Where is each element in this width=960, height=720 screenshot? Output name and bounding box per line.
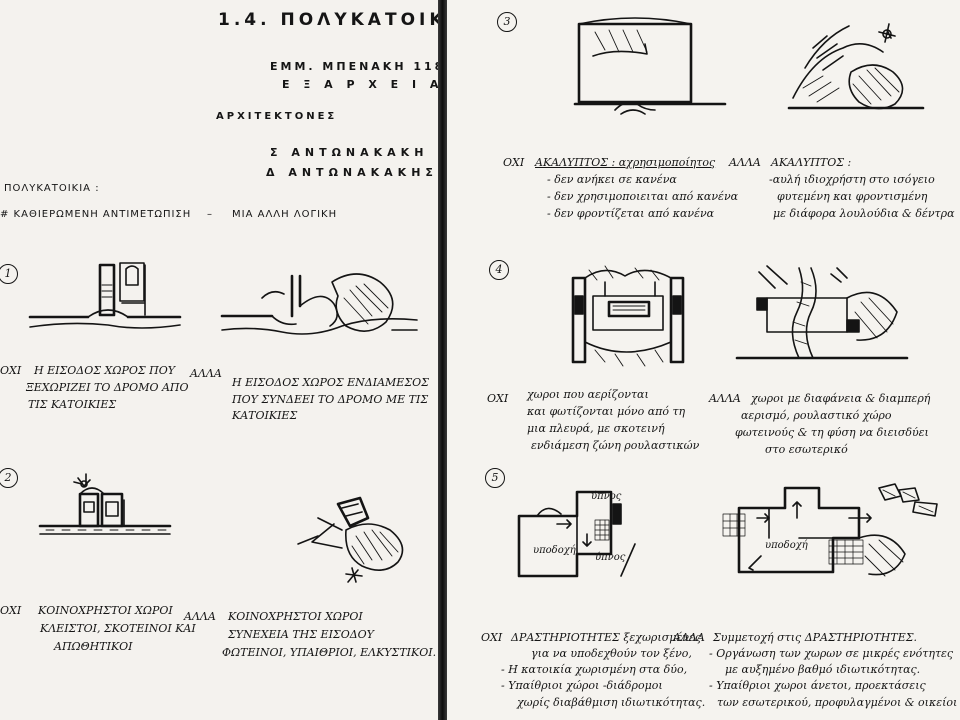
architect-2: Δ ΑΝΤΩΝΑΚΑΚΗΣ <box>266 166 438 179</box>
section-4-no-sketch <box>565 262 695 372</box>
section-4-but-sketch <box>737 262 907 372</box>
section-3-no-line-2: - δεν χρησιμοποιειται από κανένα <box>547 189 738 205</box>
section-5-no-plan-sleep: ύπνος <box>591 491 621 502</box>
section-5-number: 5 <box>485 468 505 488</box>
section-4-no-line-4: ενδιάμεση ζώνη ρουλαστικών <box>531 438 699 454</box>
section-5-but-plan-reception: υποδοχή <box>765 540 808 551</box>
section-5-but-line-3: με αυξημένο βαθμό ιδιωτικότητας. <box>725 662 920 678</box>
intro-dash: – <box>207 209 213 220</box>
left-page: 1.4. ΠΟΛΥΚΑΤΟΙΚΙΑ ΕΜΜ. ΜΠΕΝΑΚΗ 118 Ε Ξ Α… <box>0 0 438 720</box>
section-5-no-plan-sleep-2: ύπνος <box>595 552 625 563</box>
section-4-but-line-4: στο εσωτερικό <box>765 442 848 458</box>
section-2-but-sketch <box>298 490 416 584</box>
section-1-but-line-3: ΚΑΤΟΙΚΙΕΣ <box>232 408 297 424</box>
section-4-but-label: ΑΛΛΑ <box>709 391 741 407</box>
section-5-no-line-4: - Υπαίθριοι χώροι -διάδρομοι <box>501 678 663 694</box>
section-5-no-line-5: χωρίς διαβάθμιση ιδιωτικότητας. <box>517 695 705 711</box>
section-3-no-line-3: - δεν φροντίζεται από κανένα <box>547 206 714 222</box>
section-2-but-label: ΑΛΛΑ <box>184 609 216 625</box>
section-4-no-line-1: χωροι που αερίζονται <box>527 387 649 403</box>
intro-label: ΠΟΛΥΚΑΤΟΙΚΙΑ : <box>4 183 100 194</box>
section-2-no-label: ΟΧΙ <box>0 603 21 619</box>
section-4-no-label: ΟΧΙ <box>487 391 508 407</box>
address-line-2: Ε Ξ Α Ρ Χ Ε Ι Α <box>282 78 438 91</box>
intro-alternative: ΜΙΑ ΑΛΛΗ ΛΟΓΙΚΗ <box>232 209 337 220</box>
section-2-no-sketch <box>40 470 170 550</box>
section-5-but-sketch <box>709 478 949 588</box>
section-4-no-line-3: μια πλευρά, με σκοτεινή <box>527 421 665 437</box>
section-2-number: 2 <box>0 468 18 488</box>
section-3-but-line-1: -αυλή ιδιοχρήστη στο ισόγειο <box>769 172 935 188</box>
section-5-no-line-2: για να υποδεχθούν τον ξένο, <box>531 646 692 662</box>
section-1-number: 1 <box>0 264 18 284</box>
section-1-but-line-2: ΠΟΥ ΣΥΝΔΕΕΙ ΤΟ ΔΡΟΜΟ ΜΕ ΤΙΣ <box>232 392 428 408</box>
section-4-number: 4 <box>489 260 509 280</box>
section-1-no-sketch <box>30 255 180 335</box>
architects-label: ΑΡΧΙΤΕΚΤΟΝΕΣ <box>216 111 337 122</box>
page-title: 1.4. ΠΟΛΥΚΑΤΟΙΚΙΑ <box>218 10 438 30</box>
section-3-but-line-3: με διάφορα λουλούδια & δέντρα <box>773 206 955 222</box>
section-1-but-line-1: Η ΕΙΣΟΔΟΣ ΧΩΡΟΣ ΕΝΔΙΑΜΕΣΟΣ <box>232 375 429 391</box>
architect-1: Σ ΑΝΤΩΝΑΚΑΚΗ <box>270 146 428 159</box>
section-1-no-label: ΟΧΙ <box>0 363 21 379</box>
section-4-but-line-1: χωροι με διαφάνεια & διαμπερή <box>751 391 930 407</box>
section-2-but-line-3: ΦΩΤΕΙΝΟΙ, ΥΠΑΙΘΡΙΟΙ, ΕΛΚΥΣΤΙΚΟΙ. <box>222 645 436 661</box>
section-2-no-line-3: ΑΠΩΘΗΤΙΚΟΙ <box>54 639 133 655</box>
section-4-no-line-2: και φωτίζονται μόνο από τη <box>527 404 685 420</box>
section-4-but-line-2: αερισμό, ρουλαστικό χώρο <box>741 408 892 424</box>
section-5-but-line-1: Συμμετοχή στις ΔΡΑΣΤΗΡΙΟΤΗΤΕΣ. <box>713 630 917 646</box>
section-3-no-line-1: - δεν ανήκει σε κανένα <box>547 172 677 188</box>
section-3-no-heading: ΑΚΑΛΥΠΤΟΣ : αχρησιμοποίητος <box>535 155 715 171</box>
section-2-but-line-2: ΣΥΝΕΧΕΙΑ ΤΗΣ ΕΙΣΟΔΟΥ <box>228 627 374 643</box>
section-3-no-sketch <box>575 18 725 123</box>
section-3-but-label: ΑΛΛΑ <box>729 155 761 171</box>
section-3-number: 3 <box>497 12 517 32</box>
section-1-no-line-1: Η ΕΙΣΟΔΟΣ ΧΩΡΟΣ ΠΟΥ <box>34 363 175 379</box>
section-5-but-line-4: - Υπαίθριοι χωροι άνετοι, προεκτάσεις <box>709 678 926 694</box>
right-page: 3 ΟΧΙ ΑΚΑΛΥΠΤΟΣ : αχρησιμοποίητος - δεν … <box>447 0 960 720</box>
section-2-no-line-2: ΚΛΕΙΣΤΟΙ, ΣΚΟΤΕΙΝΟΙ ΚΑΙ <box>40 621 196 637</box>
section-3-but-heading: ΑΚΑΛΥΠΤΟΣ : <box>771 155 851 171</box>
section-5-but-line-5: των εσωτερικού, προφυλαγμένοι & οικείοι <box>717 695 957 711</box>
section-5-no-plan-reception: υποδοχή <box>533 545 576 556</box>
intro-conventional: # ΚΑΘΙΕΡΩΜΕΝΗ ΑΝΤΙΜΕΤΩΠΙΣΗ <box>0 209 191 220</box>
section-5-but-line-2: - Οργάνωση των χωρων σε μικρές ενότητες <box>709 646 953 662</box>
section-5-but-label: ΑΛΛΑ <box>673 630 705 646</box>
address-line-1: ΕΜΜ. ΜΠΕΝΑΚΗ 118 <box>270 60 438 73</box>
section-5-no-line-3: - Η κατοικία χωρισμένη στα δύο, <box>501 662 687 678</box>
section-1-but-sketch <box>222 268 417 348</box>
book-gutter <box>438 0 447 720</box>
section-1-but-label: ΑΛΛΑ <box>190 366 222 382</box>
section-1-no-line-2: ΞΕΧΩΡΙΖΕΙ ΤΟ ΔΡΟΜΟ ΑΠΟ <box>26 380 189 396</box>
section-3-but-sketch <box>783 18 923 128</box>
section-3-no-label: ΟΧΙ <box>503 155 524 171</box>
section-2-no-line-1: ΚΟΙΝΟΧΡΗΣΤΟΙ ΧΩΡΟΙ <box>38 603 173 619</box>
section-1-no-line-3: ΤΙΣ ΚΑΤΟΙΚΙΕΣ <box>28 397 116 413</box>
section-2-but-line-1: ΚΟΙΝΟΧΡΗΣΤΟΙ ΧΩΡΟΙ <box>228 609 363 625</box>
section-4-but-line-3: φωτεινούς & τη φύση να διεισδύει <box>735 425 929 441</box>
section-5-no-sketch <box>517 484 657 584</box>
section-5-no-label: ΟΧΙ <box>481 630 502 646</box>
section-3-but-line-2: φυτεμένη και φροντισμένη <box>777 189 927 205</box>
